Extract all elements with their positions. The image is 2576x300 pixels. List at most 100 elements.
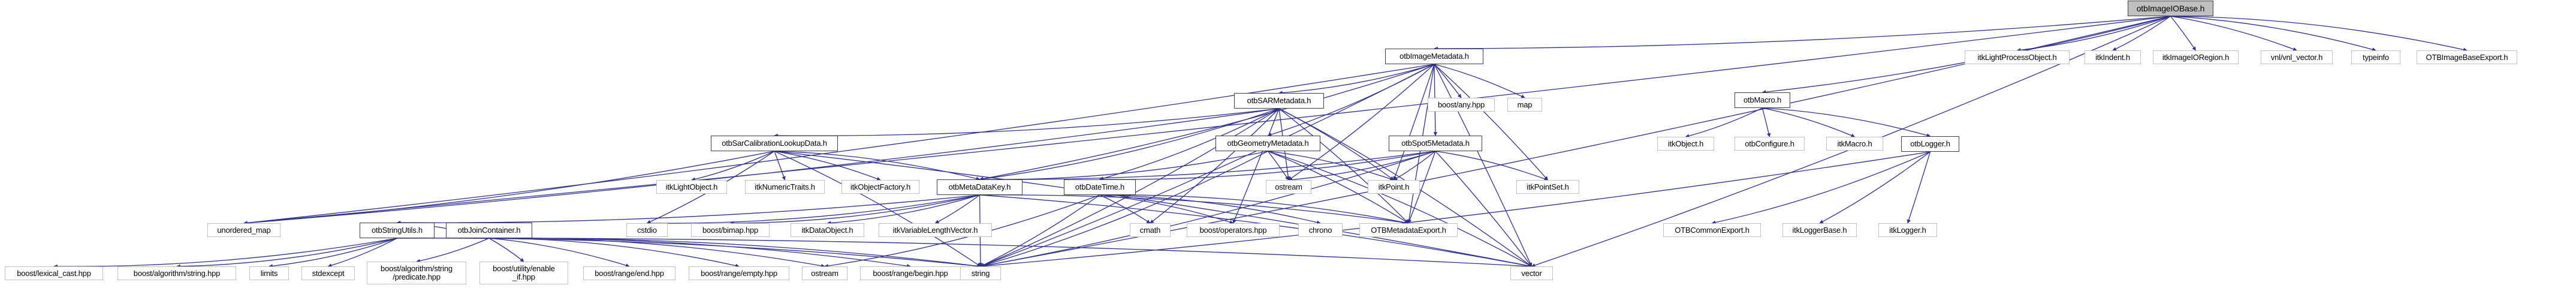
graph-edge	[1288, 64, 1435, 181]
graph-node-itklightobject-h[interactable]: itkLightObject.h	[656, 180, 727, 194]
graph-node-stdexcept[interactable]: stdexcept	[301, 266, 355, 280]
graph-node-boost-algorithm-string-predicate-hpp[interactable]: boost/algorithm/string /predicate.hpp	[367, 262, 466, 284]
graph-node-unordered-map[interactable]: unordered_map	[207, 223, 280, 237]
graph-node-ostream[interactable]: ostream	[1266, 180, 1311, 194]
graph-edge	[1232, 108, 1280, 224]
graph-edge	[1099, 194, 1321, 224]
graph-node-otbsarcalibrationlookupdata-h[interactable]: otbSarCalibrationLookupData.h	[711, 136, 838, 151]
graph-edge	[1434, 16, 2171, 51]
graph-edge	[729, 194, 980, 226]
graph-node-otbcommonexport-h[interactable]: OTBCommonExport.h	[1663, 223, 1761, 237]
graph-edge	[2170, 16, 2197, 51]
graph-node-map[interactable]: map	[1507, 98, 1542, 112]
graph-node-itkobjectfactory-h[interactable]: itkObjectFactory.h	[841, 180, 919, 194]
graph-node-otbspot5metadata-h[interactable]: otbSpot5Metadata.h	[1389, 136, 1482, 151]
graph-node-otbimagebaseexport-h[interactable]: OTBImageBaseExport.h	[2417, 50, 2517, 64]
graph-node-otbgeometrymetadata-h[interactable]: otbGeometryMetadata.h	[1215, 136, 1320, 151]
graph-node-otbsarmetadata-h[interactable]: otbSARMetadata.h	[1234, 93, 1324, 109]
graph-node-otbimagemetadata-h[interactable]: otbImageMetadata.h	[1385, 49, 1483, 64]
graph-node-vnl-vnl-vector-h[interactable]: vnl/vnl_vector.h	[2261, 50, 2333, 64]
graph-node-otbconfigure-h[interactable]: otbConfigure.h	[1735, 137, 1805, 151]
graph-edge	[774, 151, 881, 181]
graph-node-string[interactable]: string	[960, 266, 1001, 280]
graph-node-boost-range-begin-hpp[interactable]: boost/range/begin.hpp	[860, 266, 961, 280]
graph-edge	[1762, 107, 1931, 137]
graph-node-boost-range-end-hpp[interactable]: boost/range/end.hpp	[583, 266, 675, 280]
graph-node-typeinfo[interactable]: typeinfo	[2351, 50, 2400, 64]
graph-edge	[1907, 151, 1931, 224]
graph-edge	[934, 194, 980, 224]
graph-node-boost-algorithm-string-hpp[interactable]: boost/algorithm/string.hpp	[117, 266, 236, 280]
graph-node-boost-lexical-cast-hpp[interactable]: boost/lexical_cast.hpp	[5, 266, 103, 280]
graph-edge	[980, 151, 1436, 268]
graph-node-itkmacro-h[interactable]: itkMacro.h	[1826, 137, 1883, 151]
graph-edge	[2170, 16, 2376, 52]
graph-edge	[1434, 64, 1548, 181]
graph-node-cmath[interactable]: cmath	[1130, 223, 1171, 237]
graph-edge	[1762, 107, 1856, 137]
graph-edge	[1267, 151, 1289, 181]
graph-edge	[1099, 194, 1234, 224]
graph-node-otblogger-h[interactable]: otbLogger.h	[1901, 136, 1959, 152]
graph-edge	[1099, 194, 1151, 224]
graph-edge	[1434, 64, 1525, 98]
graph-edge	[1685, 107, 1763, 138]
graph-node-itkloggerbase-h[interactable]: itkLoggerBase.h	[1782, 223, 1857, 237]
graph-edge	[1099, 194, 1409, 225]
graph-node-itklightprocessobject-h[interactable]: itkLightProcessObject.h	[1965, 50, 2070, 64]
graph-edge	[980, 151, 1268, 268]
graph-node-otbjoincontainer-h[interactable]: otbJoinContainer.h	[446, 223, 532, 238]
graph-node-ostream[interactable]: ostream	[802, 266, 847, 280]
graph-edge	[2016, 16, 2171, 52]
graph-node-itkpointset-h[interactable]: itkPointSet.h	[1516, 180, 1579, 194]
graph-edge	[827, 194, 980, 225]
graph-edge	[980, 194, 1100, 267]
graph-edge	[979, 151, 1436, 182]
graph-node-itklogger-h[interactable]: itkLogger.h	[1878, 223, 1937, 237]
graph-edge	[774, 151, 981, 267]
graph-node-otbdatetime-h[interactable]: otbDateTime.h	[1064, 179, 1136, 195]
graph-node-itkindent-h[interactable]: itkIndent.h	[2085, 50, 2141, 64]
graph-node-vector[interactable]: vector	[1510, 266, 1553, 280]
graph-edge	[416, 238, 490, 263]
graph-node-otbmetadatakey-h[interactable]: otbMetaDataKey.h	[937, 179, 1022, 195]
graph-edge	[1393, 151, 1436, 181]
graph-node-boost-range-empty-hpp[interactable]: boost/range/empty.hpp	[689, 266, 789, 280]
graph-edge	[488, 238, 524, 262]
graph-node-chrono[interactable]: chrono	[1298, 223, 1343, 237]
graph-node-cstdio[interactable]: cstdio	[626, 223, 668, 237]
graph-node-itknumerictraits-h[interactable]: itkNumericTraits.h	[745, 180, 825, 194]
graph-node-itkdataobject-h[interactable]: itkDataObject.h	[791, 223, 864, 237]
graph-edge	[1761, 107, 1771, 137]
graph-node-limits[interactable]: limits	[249, 266, 289, 280]
graph-edge	[1434, 64, 1462, 98]
graph-edge	[774, 151, 981, 181]
graph-node-otbmetadataexport-h[interactable]: OTBMetadataExport.h	[1359, 223, 1458, 237]
graph-edge	[980, 151, 1931, 268]
graph-edge	[774, 151, 1533, 268]
graph-node-itkobject-h[interactable]: itkObject.h	[1657, 137, 1714, 151]
graph-node-otbstringutils-h[interactable]: otbStringUtils.h	[360, 223, 435, 238]
graph-edge	[1268, 151, 1395, 181]
graph-edge	[176, 238, 397, 269]
graph-edge	[1278, 108, 1409, 224]
graph-edge	[774, 151, 786, 181]
graph-edge	[243, 108, 1280, 225]
graph-edge	[1150, 108, 1280, 224]
graph-node-itkpoint-h[interactable]: itkPoint.h	[1368, 180, 1420, 194]
graph-edge	[774, 108, 1280, 138]
graph-node-itkvariablelengthvector-h[interactable]: itkVariableLengthVector.h	[879, 223, 992, 237]
graph-edge	[1268, 151, 1533, 267]
graph-edge	[979, 64, 1435, 181]
graph-node-boost-utility-enable-if-hpp[interactable]: boost/utility/enable _if.hpp	[479, 262, 568, 284]
graph-node-boost-any-hpp[interactable]: boost/any.hpp	[1428, 98, 1495, 112]
graph-edge	[1711, 151, 1931, 224]
graph-edge	[396, 194, 980, 225]
graph-node-itkimageioregion-h[interactable]: itkImageIORegion.h	[2153, 50, 2239, 64]
graph-node-boost-operators-hpp[interactable]: boost/operators.hpp	[1187, 223, 1280, 237]
graph-node-boost-bimap-hpp[interactable]: boost/bimap.hpp	[691, 223, 770, 237]
graph-edge	[691, 151, 775, 181]
graph-node-otbmacro-h[interactable]: otbMacro.h	[1735, 92, 1790, 108]
graph-node-otbimageiobase-h[interactable]: otbImageIOBase.h	[2128, 1, 2213, 16]
